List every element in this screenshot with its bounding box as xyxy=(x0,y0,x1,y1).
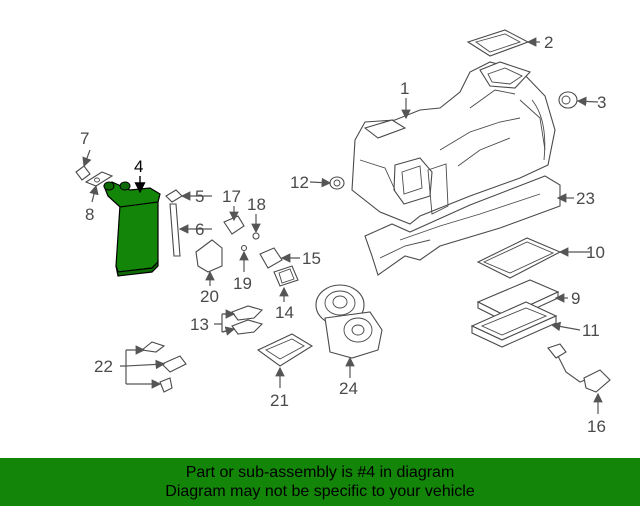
banner-line-1: Part or sub-assembly is #4 in diagram xyxy=(185,464,455,481)
callout-19[interactable]: 19 xyxy=(233,274,252,293)
part-22-fasteners[interactable] xyxy=(140,341,187,393)
callout-5[interactable]: 5 xyxy=(195,187,204,206)
info-banner: Part or sub-assembly is #4 in diagram Di… xyxy=(0,458,640,506)
callout-24[interactable]: 24 xyxy=(339,379,358,398)
callout-numbers: 2 3 1 23 10 9 11 16 12 24 21 20 17 18 19… xyxy=(80,33,606,436)
callout-9[interactable]: 9 xyxy=(571,289,580,308)
part-18-pin[interactable] xyxy=(252,232,260,240)
banner-line-2: Diagram may not be specific to your vehi… xyxy=(165,483,475,500)
callout-21[interactable]: 21 xyxy=(270,391,289,410)
part-24-blower-motor[interactable] xyxy=(315,284,383,359)
part-7-clip[interactable] xyxy=(75,165,91,181)
part-2-gasket[interactable] xyxy=(466,29,530,57)
part-8-gasket[interactable] xyxy=(84,171,114,187)
callout-16[interactable]: 16 xyxy=(587,417,606,436)
callout-13[interactable]: 13 xyxy=(190,315,209,334)
part-16-wire-harness[interactable] xyxy=(547,343,611,393)
part-6-seal[interactable] xyxy=(169,203,181,257)
part-20-flap[interactable] xyxy=(195,239,223,273)
part-21-tray[interactable] xyxy=(256,333,314,367)
callout-1[interactable]: 1 xyxy=(400,79,409,98)
callout-12[interactable]: 12 xyxy=(290,173,309,192)
callout-14[interactable]: 14 xyxy=(275,303,294,322)
callout-23[interactable]: 23 xyxy=(576,189,595,208)
callout-3[interactable]: 3 xyxy=(597,93,606,112)
part-5-clamp[interactable] xyxy=(165,189,183,203)
callout-4[interactable]: 4 xyxy=(134,157,143,176)
callout-17[interactable]: 17 xyxy=(222,187,241,206)
part-10-filter-frame[interactable] xyxy=(476,237,562,279)
part-15-bracket[interactable] xyxy=(259,247,283,269)
part-23-duct[interactable] xyxy=(364,175,561,276)
part-19-pin[interactable] xyxy=(240,244,248,252)
callout-18[interactable]: 18 xyxy=(247,195,266,214)
part-4-heater-core[interactable] xyxy=(103,181,161,277)
leader-lines xyxy=(82,37,603,414)
part-13-clips[interactable] xyxy=(231,305,264,335)
callout-6[interactable]: 6 xyxy=(195,220,204,239)
callout-2[interactable]: 2 xyxy=(544,33,553,52)
part-12-clip[interactable] xyxy=(329,176,345,190)
callout-8[interactable]: 8 xyxy=(85,205,94,224)
callout-22[interactable]: 22 xyxy=(94,357,113,376)
callout-11[interactable]: 11 xyxy=(582,321,600,340)
callout-20[interactable]: 20 xyxy=(200,287,219,306)
callout-10[interactable]: 10 xyxy=(586,243,605,262)
part-14-cover[interactable] xyxy=(273,265,299,287)
part-3-grommet[interactable] xyxy=(558,91,578,109)
callout-15[interactable]: 15 xyxy=(302,249,321,268)
callout-7[interactable]: 7 xyxy=(80,129,89,148)
part-1-hvac-housing[interactable] xyxy=(351,61,556,225)
